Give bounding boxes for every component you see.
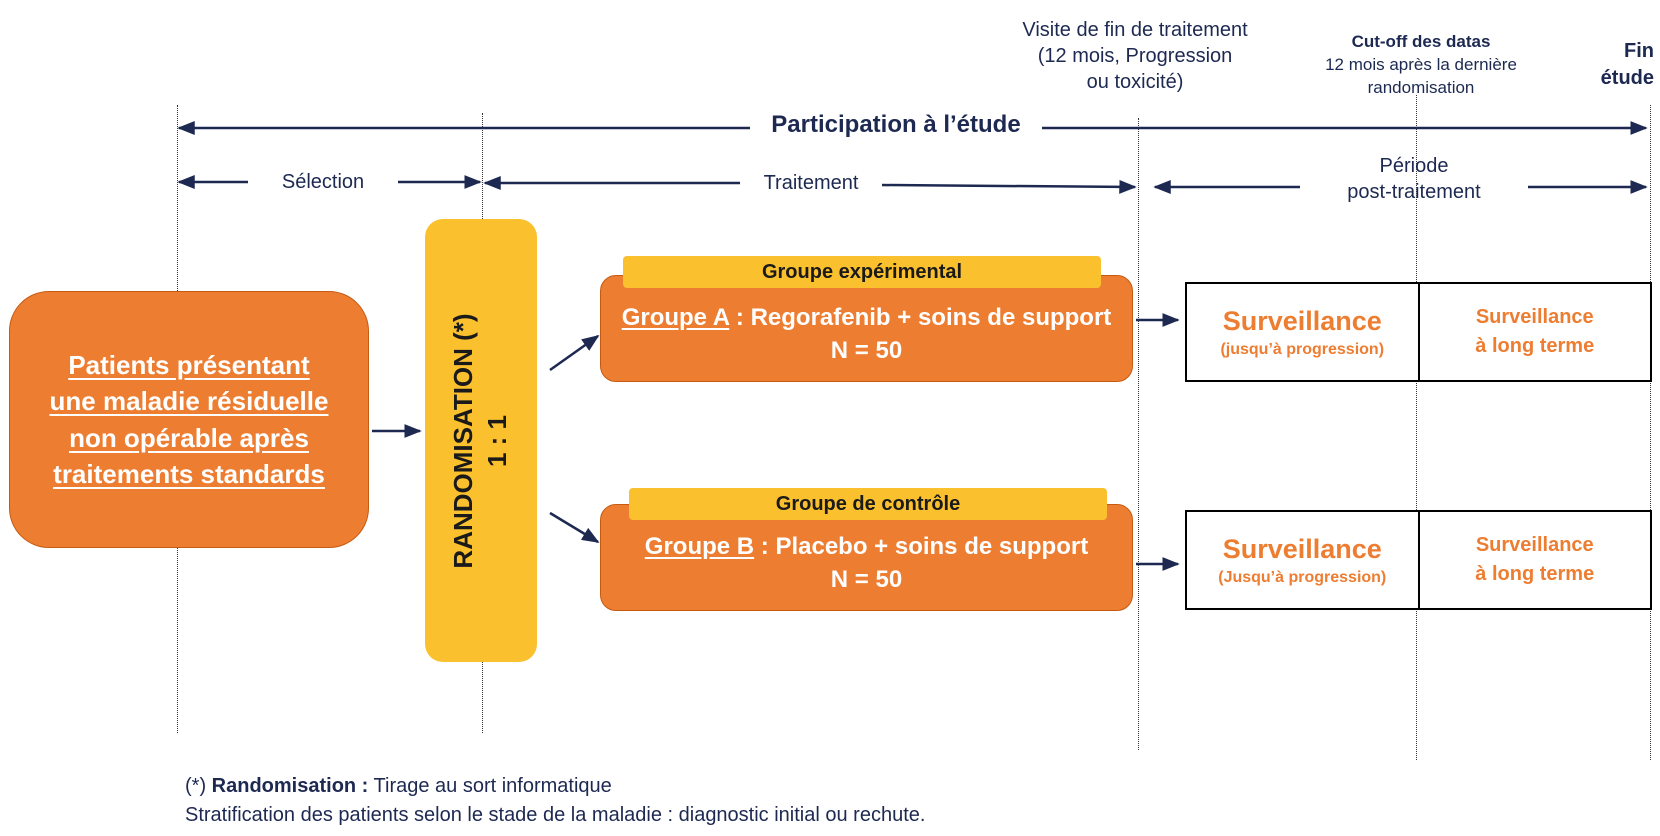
rando-to-groupb-arrow (549, 511, 600, 544)
traitement-arrow-right (881, 179, 1137, 194)
patients-line-1: Patients présentant (68, 349, 310, 380)
footnote-marker: (*) (185, 775, 212, 797)
surveillance-a-sub: (jusqu’à progression) (1220, 340, 1385, 358)
patients-line-2: une maladie résiduelle (49, 386, 329, 417)
participation-label: Participation à l’étude (771, 111, 1021, 138)
surveillance-a-cell: Surveillance (jusqu’à progression) (1187, 284, 1420, 380)
surveillance-b-main: Surveillance (1222, 533, 1382, 564)
periode-label: Période post-traitement (1347, 155, 1481, 203)
group-b-box: Groupe B : Placebo + soins de support N … (600, 504, 1133, 611)
long-term-a-line-2: à long terme (1475, 335, 1595, 357)
long-term-a-line-1: Surveillance (1475, 306, 1594, 328)
patients-line-3: non opérable après (69, 422, 309, 453)
long-term-b-cell: Surveillance à long terme (1420, 512, 1651, 608)
group-a-name: Groupe A (621, 304, 730, 331)
randomisation-ratio: 1 : 1 (482, 414, 512, 467)
visite-fin-label: Visite de fin de traitement (12 mois, Pr… (1022, 19, 1248, 93)
footnote-bold: Randomisation : (211, 775, 369, 797)
long-term-a-cell: Surveillance à long terme (1420, 284, 1651, 380)
randomisation-label: RANDOMISATION (*) (448, 312, 479, 569)
group-b-treatment: : Placebo + soins de support (754, 533, 1089, 560)
patients-line-4: traitements standards (53, 458, 325, 489)
traitement-label: Traitement (763, 172, 859, 194)
rando-to-groupa-arrow (549, 334, 600, 372)
group-b-n: N = 50 (830, 566, 903, 594)
patients-box: Patients présentant une maladie résiduel… (9, 291, 369, 548)
long-term-b-line-1: Surveillance (1475, 534, 1594, 556)
cutoff-label: Cut-off des datas 12 mois après la derni… (1325, 32, 1517, 97)
surveillance-b-sub: (Jusqu’à progression) (1218, 568, 1387, 586)
group-b-label: Groupe de contrôle (629, 488, 1107, 520)
fin-etude-label: Fin étude (1600, 40, 1654, 89)
end-study-line (1650, 105, 1651, 760)
group-a-n: N = 50 (830, 337, 903, 365)
footnote-line-2: Stratification des patients selon le sta… (185, 804, 926, 826)
group-b-name: Groupe B (644, 533, 755, 560)
group-a-treatment: : Regorafenib + soins de support (729, 304, 1112, 331)
surveillance-a-main: Surveillance (1222, 305, 1382, 336)
surveillance-b-box: Surveillance (Jusqu’à progression) Surve… (1185, 510, 1652, 610)
footnote-text: Tirage au sort informatique (368, 775, 612, 797)
selection-label: Sélection (281, 171, 365, 193)
group-a-label: Groupe expérimental (623, 256, 1101, 288)
footnote-line-1: (*) Randomisation : Tirage au sort infor… (185, 772, 925, 801)
long-term-b-line-2: à long terme (1475, 563, 1595, 585)
randomisation-box: RANDOMISATION (*) 1 : 1 (425, 219, 537, 662)
footnote: (*) Randomisation : Tirage au sort infor… (185, 772, 925, 830)
group-a-box: Groupe A : Regorafenib + soins de suppor… (600, 275, 1133, 382)
surveillance-b-cell: Surveillance (Jusqu’à progression) (1187, 512, 1420, 608)
surveillance-a-box: Surveillance (jusqu’à progression) Surve… (1185, 282, 1652, 382)
end-treatment-line (1138, 118, 1139, 750)
cutoff-line (1416, 95, 1417, 760)
